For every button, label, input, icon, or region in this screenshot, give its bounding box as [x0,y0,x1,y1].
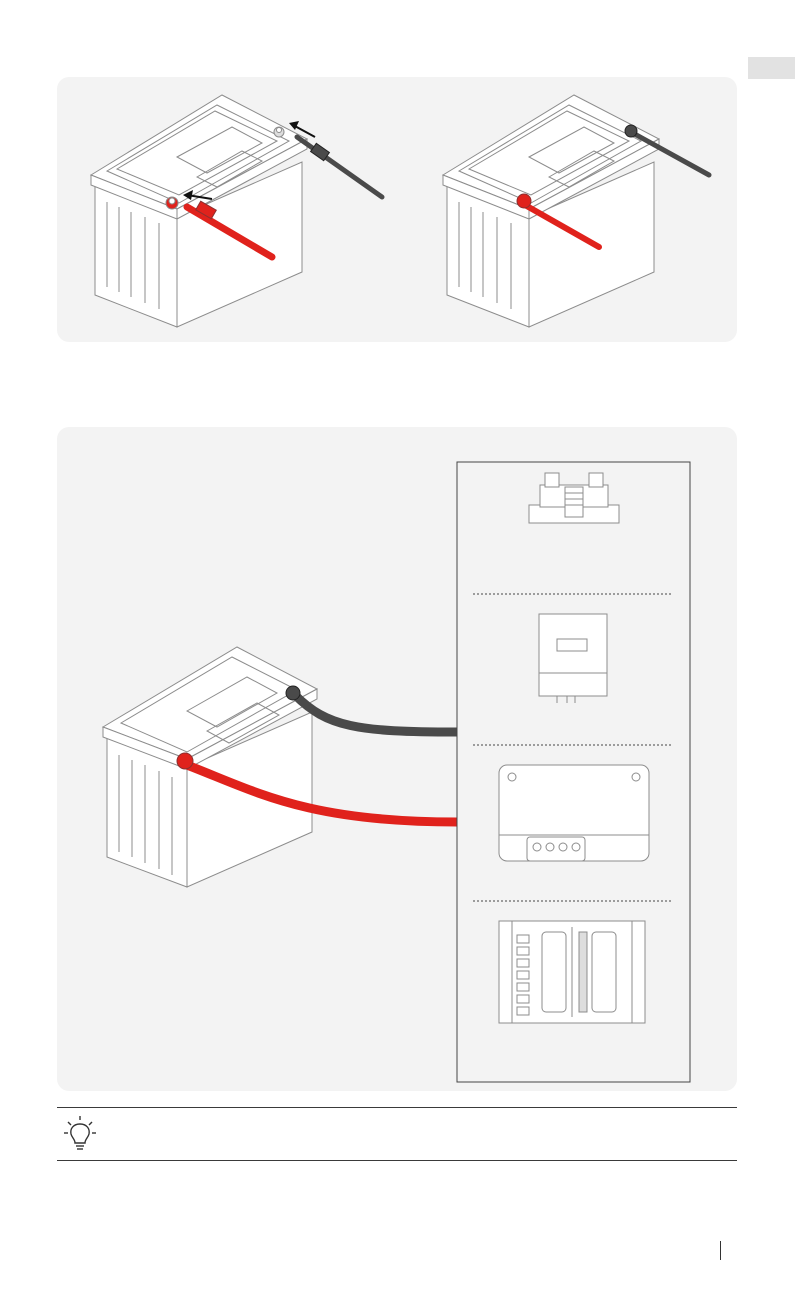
battery-step-2 [443,95,709,327]
power-distribution-panel-icon [499,921,645,1023]
language-tab[interactable] [748,57,795,79]
battery-main [103,647,457,887]
solar-charge-controller-icon [499,765,649,861]
battery-steps-illustration [57,77,737,342]
battery-wiring-illustration [57,427,737,1091]
battery-step-1 [91,95,382,327]
lightbulb-icon [63,1114,97,1152]
battery-device-wiring-panel [57,427,737,1091]
battery-connection-steps-panel [57,77,737,342]
tip-bar [57,1107,737,1161]
page-number-divider [720,1241,721,1260]
inverter-icon [539,614,607,703]
